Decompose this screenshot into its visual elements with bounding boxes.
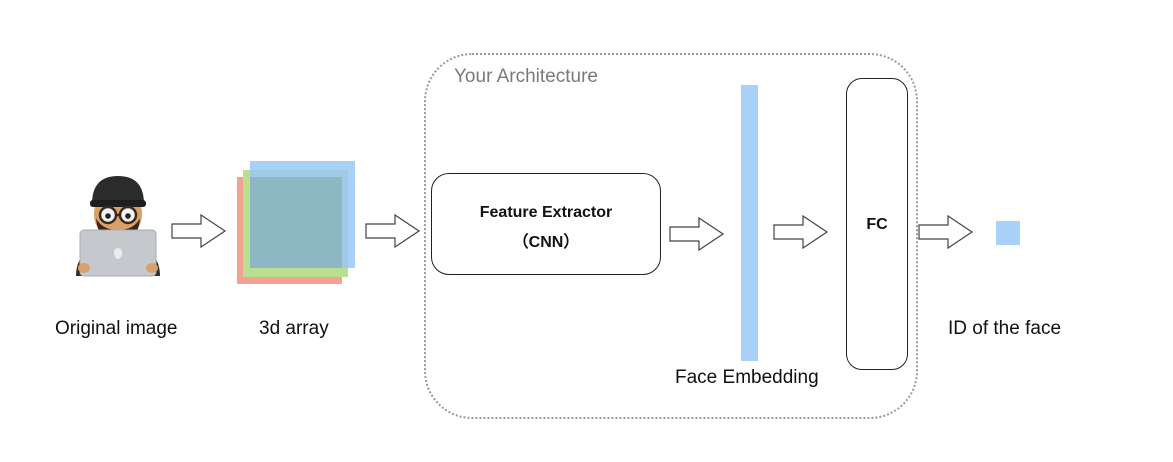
feature-extractor-box [431,173,661,275]
fc-box [846,78,908,370]
person-with-laptop-icon [76,176,160,277]
array-overlap-core [250,177,342,268]
hollow-right-arrow-icon [171,213,227,249]
hollow-right-arrow-icon [669,216,725,252]
architecture-region [424,53,918,419]
face-embedding-bar [741,85,758,361]
architecture-title: Your Architecture [454,66,598,87]
feature-extractor-subtitle: （CNN） [512,234,580,251]
array-label: 3d array [259,318,329,339]
hollow-right-arrow-icon [773,214,829,250]
fc-label: FC [866,216,888,233]
hollow-right-arrow-icon [918,214,974,250]
hollow-right-arrow-icon [365,213,421,249]
original-image-label: Original image [55,318,178,339]
face-embedding-label: Face Embedding [675,367,819,388]
face-id-label: ID of the face [948,318,1062,339]
feature-extractor-title: Feature Extractor [479,204,613,221]
face-id-output [996,221,1020,245]
